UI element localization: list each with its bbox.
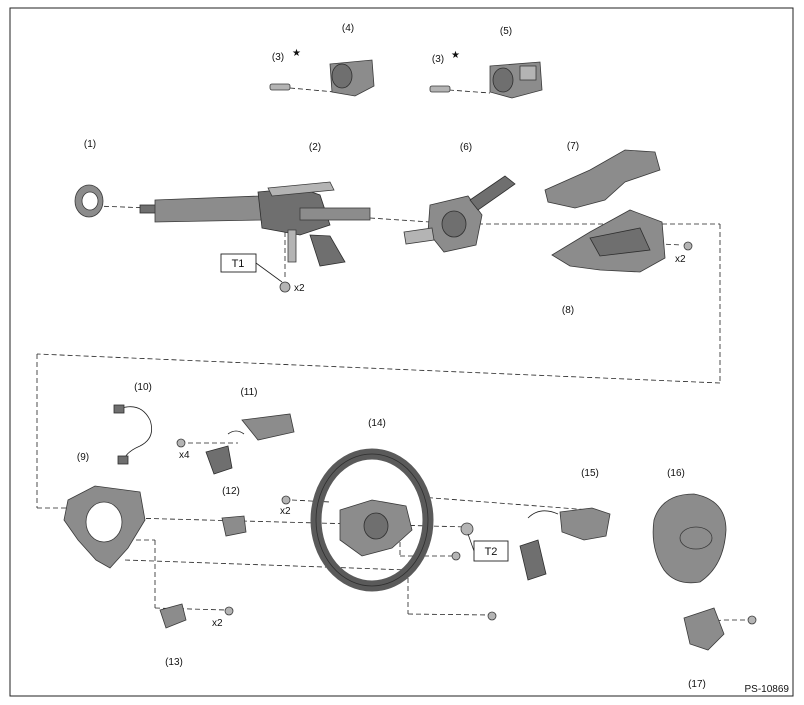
part-15-switch-assembly: [519, 507, 611, 581]
callout-14: (14): [368, 418, 386, 429]
callout-17: (17): [688, 679, 706, 690]
part-10-harness: [113, 404, 153, 465]
qty-part13-screw: x2: [212, 618, 223, 629]
part-8-lower-cover: [551, 209, 666, 273]
callout-12: (12): [222, 486, 240, 497]
part-17-lower-cover: [683, 607, 725, 651]
callout-5: (5): [500, 26, 512, 37]
star-mark-2: ★: [451, 50, 460, 61]
part-11-switch: [205, 413, 295, 475]
part-12-clip: [221, 515, 247, 537]
part-2-steering-column: [139, 181, 371, 267]
callout-9: (9): [77, 452, 89, 463]
callout-16: (16): [667, 468, 685, 479]
torque-label-t2: T2: [485, 546, 498, 558]
part-5-housing: [489, 61, 543, 99]
part-9-cover: [63, 485, 146, 569]
callout-10: (10): [134, 382, 152, 393]
fasteners: [176, 241, 757, 625]
callout-1: (1): [84, 139, 96, 150]
part-3-pin-a: [269, 83, 291, 91]
callout-7: (7): [567, 141, 579, 152]
diagram-border: [9, 7, 794, 697]
reference-code: PS-10869: [745, 684, 790, 695]
part-16-airbag: [652, 493, 727, 584]
callout-8: (8): [562, 305, 574, 316]
star-mark-1: ★: [292, 48, 301, 59]
part-4-housing: [329, 59, 375, 97]
part-13-bracket: [159, 603, 187, 629]
callout-6: (6): [460, 142, 472, 153]
qty-part11-screw: x4: [179, 450, 190, 461]
part-7-upper-cover: [544, 149, 661, 209]
callout-11: (11): [240, 387, 257, 398]
assembly-lines: [36, 87, 748, 623]
callout-15: (15): [581, 468, 599, 479]
callout-3b: (3): [432, 54, 444, 65]
part-6-combination-switch: [403, 175, 516, 253]
torque-label-t1: T1: [232, 258, 245, 270]
qty-part14-screw: x2: [280, 506, 291, 517]
qty-part8-screw: x2: [675, 254, 686, 265]
part-1-ring: [74, 184, 104, 218]
qty-t1-nut: x2: [294, 283, 305, 294]
callout-3a: (3): [272, 52, 284, 63]
part-3-pin-b: [429, 85, 451, 93]
callout-2: (2): [309, 142, 321, 153]
part-14-steering-wheel: [310, 448, 434, 592]
callout-13: (13): [165, 657, 183, 668]
callout-4: (4): [342, 23, 354, 34]
